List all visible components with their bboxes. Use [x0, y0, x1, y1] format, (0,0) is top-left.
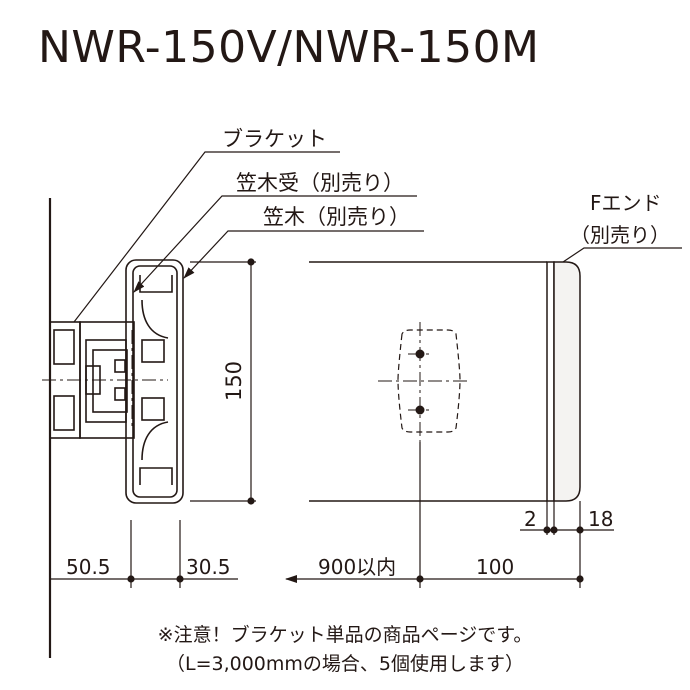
gap-value: 2 — [524, 507, 537, 531]
product-title: NWR-150V/NWR-150M — [38, 22, 540, 73]
span-value: 900以内 — [318, 555, 396, 579]
height-value: 150 — [222, 361, 246, 401]
bracket-outline-hidden — [397, 329, 461, 433]
bracket-label: ブラケット — [222, 127, 327, 151]
warning-note: ※注意！ブラケット単品の商品ページです。 — [157, 624, 533, 646]
handrail-top-view — [309, 261, 547, 502]
bottom-dimensions — [50, 442, 584, 588]
f-end-label-line2: （別売り） — [570, 223, 670, 247]
f-end-cap — [546, 261, 581, 502]
rail-centerlines — [378, 322, 468, 442]
end-dimensions — [520, 501, 614, 588]
handrail-profile — [125, 259, 184, 504]
left-b-value: 30.5 — [186, 555, 231, 579]
bracket-centerlines — [42, 330, 168, 430]
kasagi-label: 笠木（別売り） — [263, 205, 410, 229]
f-end-label-line1: Fエンド — [590, 191, 662, 215]
kasagi-uke-label: 笠木受（別売り） — [236, 171, 404, 195]
callout-leaders — [73, 151, 682, 323]
end-thickness-value: 18 — [588, 507, 613, 531]
left-a-value: 50.5 — [66, 555, 111, 579]
end-offset-value: 100 — [476, 555, 514, 579]
height-dimension — [190, 258, 256, 505]
usage-note: （L=3,000mmの場合、5個使用します） — [165, 653, 524, 675]
